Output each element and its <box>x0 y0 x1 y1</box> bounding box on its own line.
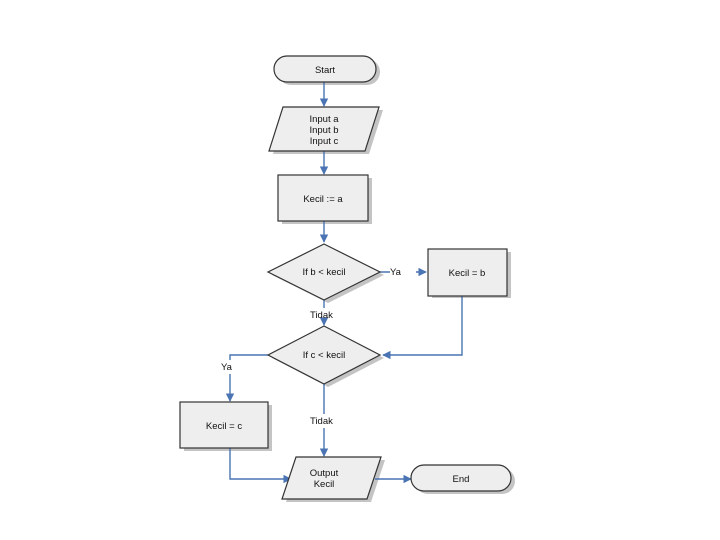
edge-label-check-c-yes: Ya <box>221 362 233 373</box>
edge-assign-c-to-output <box>229 448 292 484</box>
node-end: End <box>410 464 512 492</box>
node-input-line-1: Input a <box>309 114 339 125</box>
node-start-label: Start <box>315 65 335 76</box>
edge-check-c-yes <box>230 354 268 401</box>
node-check-b-label: If b < kecil <box>302 267 345 278</box>
node-assign-b-label: Kecil = b <box>449 268 486 279</box>
connectors <box>229 82 463 484</box>
node-assign-c: Kecil = c <box>179 401 269 449</box>
node-output-line-2: Kecil <box>314 479 335 490</box>
node-assign-b: Kecil = b <box>427 248 508 297</box>
edge-label-check-b-no: Tidak <box>310 310 333 321</box>
node-output: Output Kecil <box>281 456 382 500</box>
node-input: Input a Input b Input c <box>268 106 380 152</box>
node-assign-c-label: Kecil = c <box>206 421 242 432</box>
node-output-line-1: Output <box>310 468 339 479</box>
node-input-line-3: Input c <box>310 136 339 147</box>
edge-label-check-c-no: Tidak <box>310 416 333 427</box>
node-check-c-label: If c < kecil <box>303 350 346 361</box>
node-end-label: End <box>453 474 470 485</box>
node-input-line-2: Input b <box>309 125 338 136</box>
node-assign-a: Kecil := a <box>277 174 369 222</box>
node-start: Start <box>273 55 377 83</box>
node-check-b: If b < kecil <box>266 243 382 301</box>
node-assign-a-label: Kecil := a <box>303 194 343 205</box>
edge-assign-b-merge <box>382 296 463 360</box>
node-check-c: If c < kecil <box>266 325 382 385</box>
edge-labels: Ya Tidak Ya Tidak <box>221 267 402 427</box>
edge-label-check-b-yes: Ya <box>390 267 402 278</box>
